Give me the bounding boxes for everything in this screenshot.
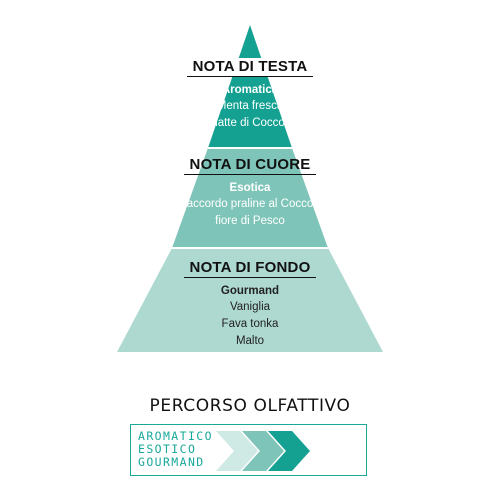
top-note-line: Menta fresca [216, 100, 284, 112]
middle-note-section: NOTA DI CUORE Esotica accordo praline al… [0, 156, 500, 230]
percorso-legend-box [130, 424, 367, 476]
chevron-arrow-icon [242, 431, 284, 471]
bottom-note-family: Gourmand [220, 285, 280, 297]
top-note-section: NOTA DI TESTA Aromatica Menta fresca lat… [0, 58, 500, 132]
bottom-note-line: Malto [235, 335, 265, 347]
bottom-note-line: Vaniglia [229, 301, 271, 313]
top-note-family: Aromatica [221, 84, 279, 96]
bottom-note-line: Fava tonka [221, 318, 279, 330]
bottom-note-section: NOTA DI FONDO Gourmand Vaniglia Fava ton… [0, 259, 500, 350]
pyramid-bottom-band [117, 248, 383, 352]
bottom-note-title: NOTA DI FONDO [183, 259, 317, 278]
middle-note-title: NOTA DI CUORE [183, 156, 317, 175]
pyramid-middle-band [172, 148, 328, 248]
chevron-arrow-icon [268, 431, 310, 471]
pyramid-top-band [208, 25, 292, 148]
middle-note-line: fiore di Pesco [215, 215, 285, 227]
percorso-label-gourmand: GOURMAND [138, 455, 205, 469]
percorso-chevrons [216, 431, 310, 471]
top-note-line: latte di Cocco [215, 117, 285, 129]
top-note-title: NOTA DI TESTA [186, 58, 314, 77]
percorso-label-aromatico: AROMATICO [138, 429, 213, 443]
middle-note-line: accordo praline al Cocco [186, 198, 314, 210]
middle-note-family: Esotica [229, 182, 271, 194]
percorso-label-esotico: ESOTICO [138, 442, 197, 456]
percorso-title: PERCORSO OLFATTIVO [149, 396, 351, 416]
percorso-labels: AROMATICO ESOTICO GOURMAND [138, 430, 220, 469]
chevron-arrow-icon [216, 431, 258, 471]
